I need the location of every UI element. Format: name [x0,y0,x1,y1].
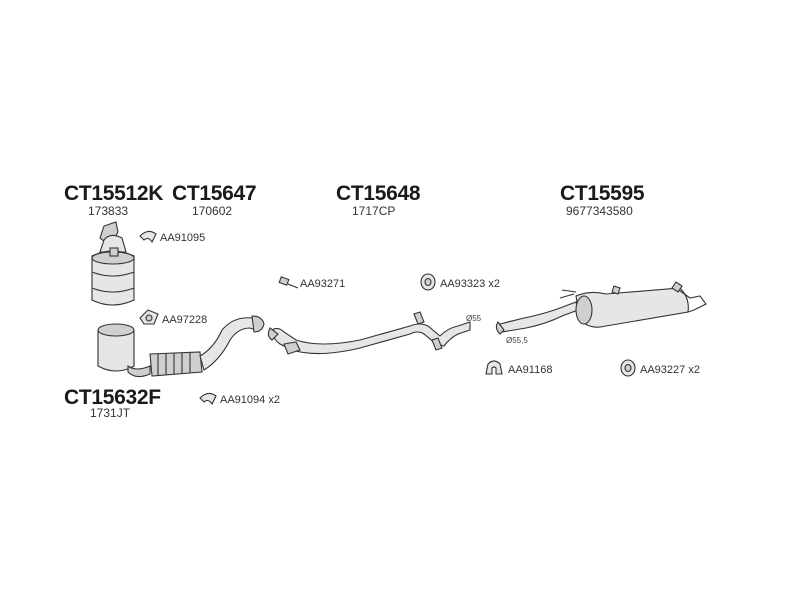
assembly-code-ct15647[interactable]: CT15647 [172,182,257,205]
rubber-mount-AA93323-icon[interactable] [420,273,436,291]
diameter-label-55: Ø55 [466,314,482,323]
accessory-label-aa91095[interactable]: AA91095 [160,232,206,244]
rear-silencer-drawing[interactable] [495,281,707,335]
accessory-label-aa93227[interactable]: AA93227 x2 [640,364,700,376]
front-pipe-canister-drawing[interactable] [97,323,151,378]
assembly-ref-9677343580: 9677343580 [566,204,633,218]
assembly-ref-173833: 173833 [88,204,129,218]
bolt-AA93271-icon[interactable] [278,276,299,289]
middle-pipe-drawing[interactable] [267,311,471,355]
accessory-label-aa93271[interactable]: AA93271 [300,278,346,290]
assembly-ref-1731jt: 1731JT [90,406,131,420]
assembly-ref-170602: 170602 [192,204,233,218]
accessory-label-aa91168[interactable]: AA91168 [508,364,553,376]
clamp-AA91094-icon[interactable] [199,392,217,406]
clamp-AA91168-icon[interactable] [485,360,503,375]
accessory-label-aa93323[interactable]: AA93323 x2 [440,278,500,290]
rubber-mount-AA93227-icon[interactable] [620,359,636,377]
assembly-code-ct15595[interactable]: CT15595 [560,182,645,205]
clamp-AA91095-icon[interactable] [139,230,157,244]
accessory-label-aa97228[interactable]: AA97228 [162,314,208,326]
assembly-ref-1717cp: 1717CP [352,204,396,218]
assembly-code-ct15648[interactable]: CT15648 [336,182,421,205]
flex-pipe-drawing[interactable] [149,315,265,377]
accessory-label-aa91094[interactable]: AA91094 x2 [220,394,280,406]
diameter-label-55-5: Ø55,5 [506,336,528,345]
gasket-AA97228-icon[interactable] [139,309,159,325]
assembly-code-ct15512k[interactable]: CT15512K [64,182,164,205]
catalytic-converter-drawing[interactable] [91,221,135,306]
assembly-code-ct15632f[interactable]: CT15632F [64,386,161,409]
